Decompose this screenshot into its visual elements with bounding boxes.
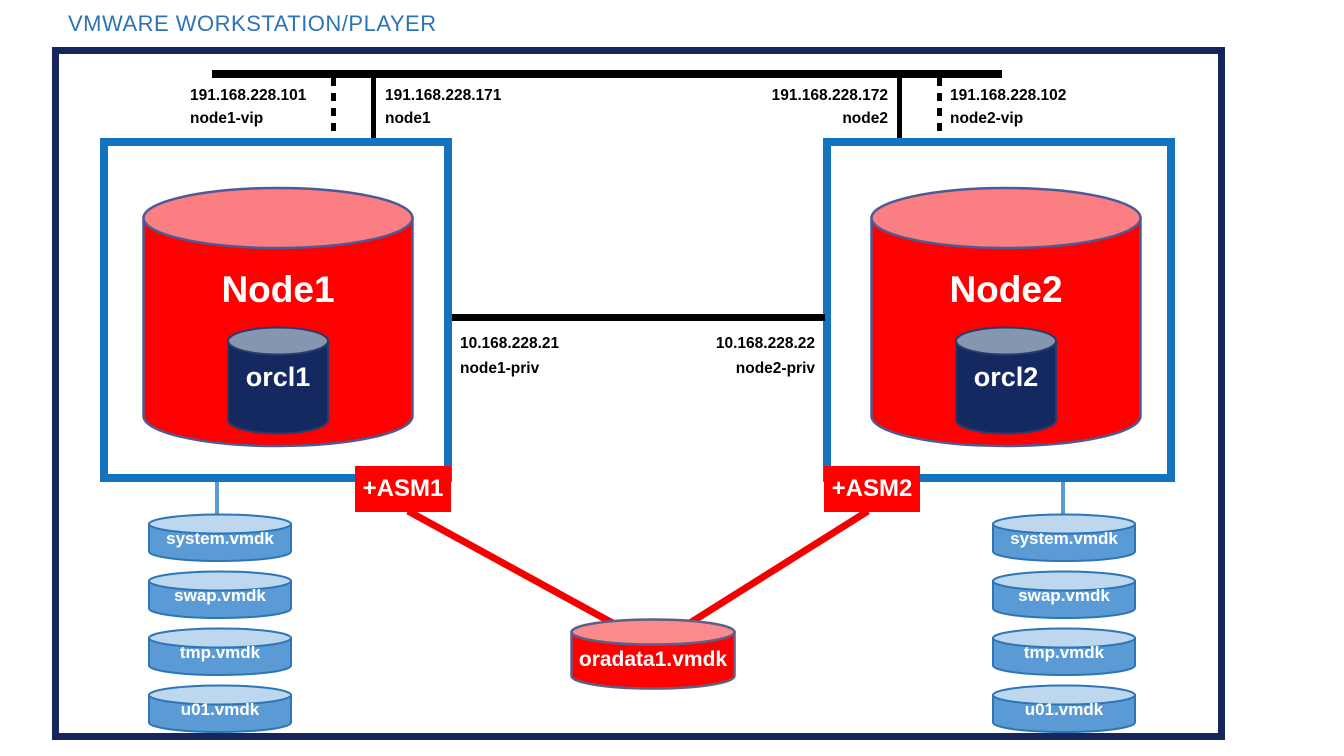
node2-vip-host: node2-vip: [950, 110, 1024, 127]
node2-vip-connector: [937, 78, 942, 138]
node1-vip-host: node1-vip: [190, 110, 264, 127]
node2-priv-host: node2-priv: [735, 360, 815, 377]
node1-disk-connector: [215, 482, 219, 518]
asm2-badge: +ASM2: [824, 466, 920, 512]
node1-disk-tmp: tmp.vmdk: [147, 627, 293, 677]
node2-label: Node2: [949, 269, 1063, 310]
node1-label: Node1: [221, 269, 335, 310]
disk-cylinder-shape: [992, 570, 1136, 619]
orcl1-cylinder-shape: [227, 326, 329, 435]
orcl1-cylinder: orcl1: [226, 324, 330, 438]
vm-node2-box: Node2 orcl2: [823, 138, 1175, 482]
disk-label: u01.vmdk: [1024, 700, 1104, 719]
node1-cylinder: Node1 orcl1: [141, 185, 415, 453]
public-network-line: [212, 70, 1002, 78]
node1-vip-ip: 191.168.228.101: [190, 87, 307, 104]
disk-label: tmp.vmdk: [1023, 643, 1105, 662]
orcl1-label: orcl1: [245, 362, 311, 392]
node2-disk-swap: swap.vmdk: [991, 570, 1137, 620]
node2-disk-u01: u01.vmdk: [991, 684, 1137, 734]
vm-node1-box: Node1 orcl1: [100, 138, 452, 482]
orcl2-cylinder-shape: [955, 326, 1057, 435]
disk-cylinder-shape: [148, 684, 292, 733]
node1-public-host: node1: [385, 110, 431, 127]
node1-vip-label: 191.168.228.101 node1-vip: [190, 84, 306, 130]
node1-priv-label: 10.168.228.21 node1-priv: [460, 331, 559, 381]
node1-priv-ip: 10.168.228.21: [460, 335, 560, 352]
node2-priv-ip: 10.168.228.22: [715, 335, 815, 352]
node2-nic-connector: [897, 78, 902, 138]
disk-cylinder-shape: [148, 627, 292, 676]
oradata1-label: oradata1.vmdk: [578, 648, 728, 671]
orcl2-label: orcl2: [973, 362, 1039, 392]
node1-disk-swap: swap.vmdk: [147, 570, 293, 620]
node1-public-label: 191.168.228.171 node1: [385, 84, 501, 130]
disk-cylinder-shape: [148, 513, 292, 562]
disk-cylinder-shape: [148, 570, 292, 619]
disk-label: swap.vmdk: [174, 586, 266, 605]
node2-disk-system: system.vmdk: [991, 513, 1137, 563]
disk-label: system.vmdk: [1010, 529, 1118, 548]
disk-cylinder-shape: [992, 627, 1136, 676]
disk-label: swap.vmdk: [1018, 586, 1110, 605]
node2-vip-ip: 191.168.228.102: [950, 87, 1067, 104]
disk-cylinder-shape: [992, 684, 1136, 733]
disk-cylinder-shape: [992, 513, 1136, 562]
disk-label: system.vmdk: [166, 529, 274, 548]
node1-disk-u01: u01.vmdk: [147, 684, 293, 734]
node1-public-ip: 191.168.228.171: [385, 87, 502, 104]
node1-nic-connector: [371, 78, 376, 138]
node2-public-label: 191.168.228.172 node2: [772, 84, 888, 130]
host-boundary-box: [52, 47, 1225, 740]
private-network-line: [452, 314, 825, 321]
node1-vip-connector: [331, 78, 336, 138]
orcl2-cylinder: orcl2: [954, 324, 1058, 438]
asm1-badge: +ASM1: [355, 466, 451, 512]
node2-vip-label: 191.168.228.102 node2-vip: [950, 84, 1066, 130]
node2-cylinder: Node2 orcl2: [869, 185, 1143, 453]
node1-disk-system: system.vmdk: [147, 513, 293, 563]
node2-public-host: node2: [842, 110, 888, 127]
node2-disk-connector: [1061, 482, 1065, 520]
node2-priv-label: 10.168.228.22 node2-priv: [716, 331, 815, 381]
oradata1-cylinder: oradata1.vmdk: [569, 618, 737, 692]
node2-public-ip: 191.168.228.172: [771, 87, 888, 104]
node1-priv-host: node1-priv: [460, 360, 540, 377]
page-title: VMWARE WORKSTATION/PLAYER: [68, 11, 437, 36]
disk-label: tmp.vmdk: [179, 643, 261, 662]
disk-label: u01.vmdk: [180, 700, 260, 719]
node2-disk-tmp: tmp.vmdk: [991, 627, 1137, 677]
